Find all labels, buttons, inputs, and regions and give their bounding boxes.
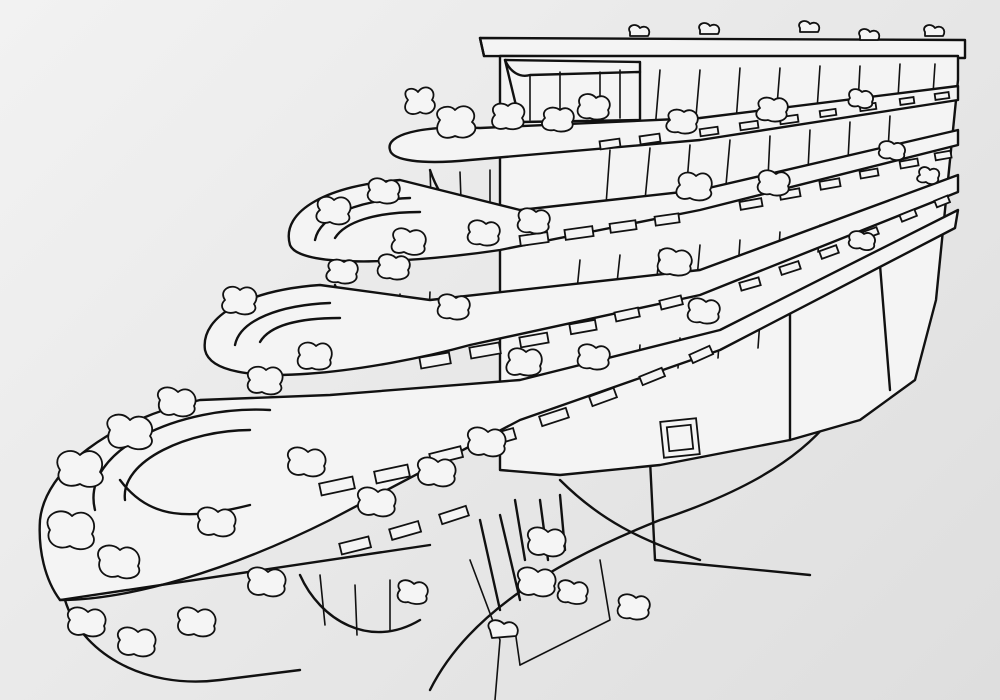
terrace-level-4 bbox=[38, 208, 960, 683]
balcony-windows-2 bbox=[518, 149, 953, 247]
roof-slab bbox=[478, 36, 967, 60]
vegetation bbox=[46, 20, 946, 658]
